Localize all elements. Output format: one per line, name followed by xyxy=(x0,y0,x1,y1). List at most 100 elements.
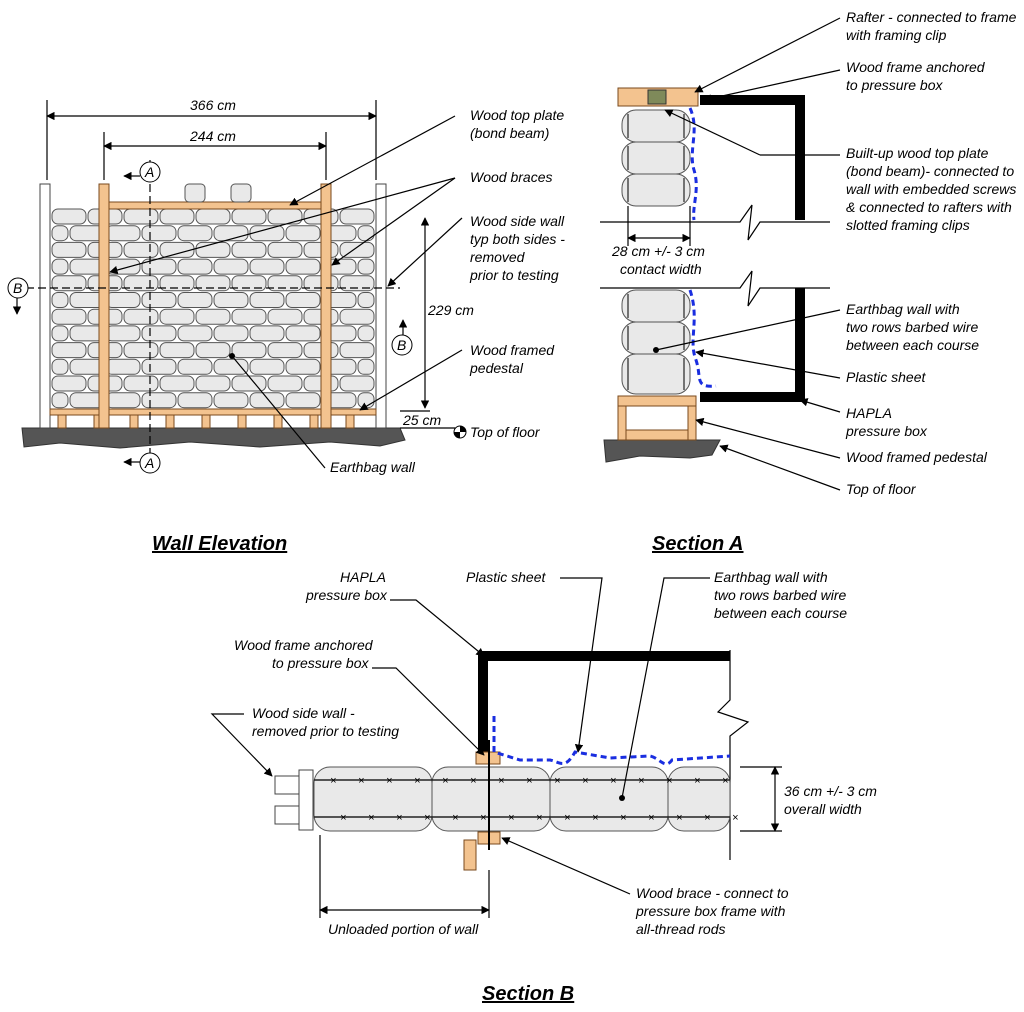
leader-plate xyxy=(664,109,761,156)
earthbag-brick xyxy=(177,392,213,409)
leader-plastic-a xyxy=(695,349,841,379)
earthbag-brick xyxy=(249,258,285,275)
earthbag-brick xyxy=(159,241,195,258)
section-b-plastic xyxy=(492,716,731,766)
pedestal-leg xyxy=(165,414,175,429)
section-b-plastic: Plastic sheet xyxy=(466,569,546,585)
label-pedestal-2: pedestal xyxy=(469,360,524,376)
label-side-wall-2: typ both sides - xyxy=(470,231,565,247)
earthbag-brick xyxy=(357,325,375,342)
barb-mark: × xyxy=(610,775,616,787)
top-bag-1 xyxy=(184,183,206,203)
earthbag-brick xyxy=(51,308,87,325)
earthbag-brick xyxy=(105,392,141,409)
section-b-brace-2: pressure box frame with xyxy=(635,903,786,919)
pedestal-top xyxy=(49,408,377,416)
barb-mark: × xyxy=(676,812,682,824)
earthbag-brick xyxy=(195,308,231,325)
earthbag-brick xyxy=(123,308,159,325)
leader-plastic-b xyxy=(560,577,603,753)
barb-mark: × xyxy=(554,775,560,787)
section-b-bag xyxy=(667,766,731,832)
barb-mark: × xyxy=(732,812,738,824)
section-a-earthbag-2: two rows barbed wire xyxy=(846,319,978,335)
section-a-bag xyxy=(621,109,691,143)
barb-mark: × xyxy=(330,775,336,787)
earthbag-brick xyxy=(213,258,249,275)
barb-mark: × xyxy=(564,812,570,824)
barb-mark: × xyxy=(722,775,728,787)
earthbag-brick xyxy=(249,225,285,242)
section-a-pressure-box-bottom xyxy=(700,288,805,402)
dim-pedestal-text: 25 cm xyxy=(402,412,441,428)
section-a-contact-1: 28 cm +/- 3 cm xyxy=(611,243,705,259)
earthbag-brick xyxy=(231,208,267,225)
earthbag-brick xyxy=(195,342,231,359)
earthbag-brick xyxy=(249,325,285,342)
leader-earthbag-a-dot xyxy=(653,347,659,353)
earthbag-brick xyxy=(267,375,303,392)
earthbag-brick xyxy=(231,308,267,325)
leader-side-wall xyxy=(387,217,463,287)
leader-earthbag-b xyxy=(621,577,710,799)
earthbag-brick xyxy=(249,292,285,308)
section-a-break-bottom xyxy=(600,270,830,307)
section-b-width-2: overall width xyxy=(784,801,862,817)
earthbag-brick xyxy=(285,258,321,275)
section-a-frame-2: to pressure box xyxy=(846,77,943,93)
pedestal-leg xyxy=(345,414,355,429)
section-a-bag xyxy=(621,141,691,175)
top-bag-2 xyxy=(230,183,252,203)
section-b-hapla-1: HAPLA xyxy=(340,569,386,585)
brace-right xyxy=(320,183,332,429)
barb-mark: × xyxy=(414,775,420,787)
label-side-wall-1: Wood side wall xyxy=(470,213,565,229)
leader-brace-right xyxy=(331,177,456,266)
barb-mark: × xyxy=(582,775,588,787)
section-a-pedestal: Wood framed pedestal xyxy=(846,449,988,465)
barb-mark: × xyxy=(442,775,448,787)
marker-b-right-text: B xyxy=(397,337,406,353)
leader-frame-b xyxy=(372,667,485,756)
barb-mark: × xyxy=(424,812,430,824)
earthbag-brick xyxy=(231,342,267,359)
barb-mark: × xyxy=(648,812,654,824)
earthbag-brick xyxy=(195,241,231,258)
barb-mark: × xyxy=(368,812,374,824)
marker-b-right xyxy=(391,334,413,356)
section-b-earthbag-1: Earthbag wall with xyxy=(714,569,828,585)
leader-side-b xyxy=(210,713,273,777)
section-a-rafter-1: Rafter - connected to frame xyxy=(846,9,1017,25)
section-a-pedestal-leg-r xyxy=(687,405,697,441)
earthbag-brick xyxy=(249,392,285,409)
section-a-plastic: Plastic sheet xyxy=(846,369,926,385)
earthbag-brick xyxy=(51,258,69,275)
section-a-plate-4: & connected to rafters with xyxy=(846,199,1012,215)
section-a-frame-1: Wood frame anchored xyxy=(846,59,986,75)
section-a-bag xyxy=(621,353,691,395)
barb-mark: × xyxy=(536,812,542,824)
earthbag-brick xyxy=(231,375,267,392)
leader-pedestal xyxy=(359,349,463,411)
earthbag-brick xyxy=(177,325,213,342)
earthbag-brick xyxy=(285,392,321,409)
section-b-brace-1: Wood brace - connect to xyxy=(636,885,789,901)
section-a-plastic-top xyxy=(688,107,698,221)
barb-mark: × xyxy=(358,775,364,787)
title-wall-elevation: Wall Elevation xyxy=(152,533,287,555)
label-earthbag: Earthbag wall xyxy=(330,459,416,475)
dim-overall-text: 366 cm xyxy=(190,97,236,113)
earthbag-brick xyxy=(339,375,375,392)
earthbag-brick xyxy=(51,325,69,342)
earthbag-brick xyxy=(285,358,321,375)
earthbag-brick xyxy=(51,375,87,392)
elevation-ground xyxy=(21,427,406,449)
leader-top-plate xyxy=(289,115,456,206)
marker-b-left xyxy=(7,277,29,299)
leader-earthbag-dot xyxy=(229,353,235,359)
barb-mark: × xyxy=(452,812,458,824)
label-top-of-floor: Top of floor xyxy=(470,424,541,440)
label-braces: Wood braces xyxy=(470,169,552,185)
